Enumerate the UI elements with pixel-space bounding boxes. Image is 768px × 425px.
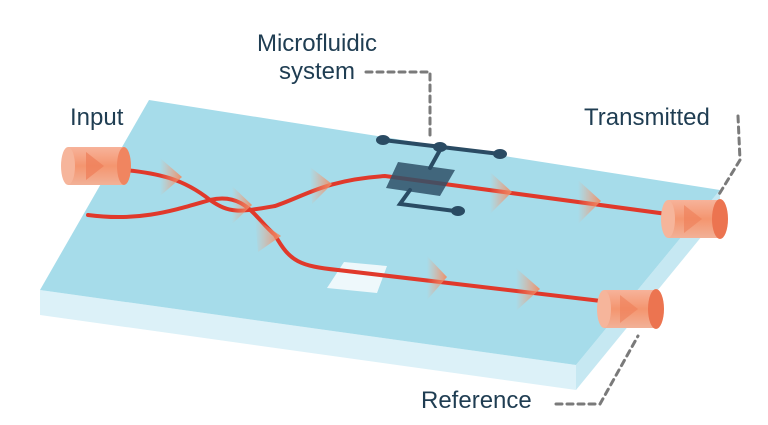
microfluidic-system [376, 135, 507, 216]
microfluidic-chamber [386, 162, 455, 196]
light-arrow [490, 172, 512, 214]
light-arrow [427, 256, 447, 300]
chip-front-face [40, 290, 576, 390]
microfluidic-system-label: Microfluidic system [252, 30, 382, 86]
microfluidic-label-line2: system [278, 58, 355, 85]
light-arrow [255, 218, 281, 252]
fiber-transmitted [661, 199, 728, 239]
reference-label: Reference [421, 387, 532, 414]
microfluidic-label-line1: Microfluidic [256, 30, 378, 57]
chip-top-surface [40, 100, 720, 365]
light-arrow [578, 180, 601, 224]
light-arrow [310, 167, 332, 204]
transmitted-label: Transmitted [584, 104, 710, 131]
microfluidic-port [376, 135, 390, 145]
microfluidic-port [433, 142, 447, 152]
light-arrow [516, 268, 540, 311]
light-arrow [232, 186, 252, 224]
fiber-input [61, 147, 131, 185]
microfluidic-port [493, 149, 507, 159]
input-label: Input [70, 104, 124, 131]
microfluidic-port [451, 206, 465, 216]
microfluidic-channel-bottom [396, 188, 457, 213]
fiber-reference [597, 289, 664, 329]
microfluidic-channel-stem [428, 148, 442, 170]
leader-line-reference [554, 334, 640, 406]
light-arrows [160, 158, 601, 311]
leader-line-transmitted [716, 114, 742, 198]
waveguide-reference [336, 268, 620, 305]
light-arrow [160, 158, 182, 196]
leader-line-microfluidic [364, 70, 432, 142]
